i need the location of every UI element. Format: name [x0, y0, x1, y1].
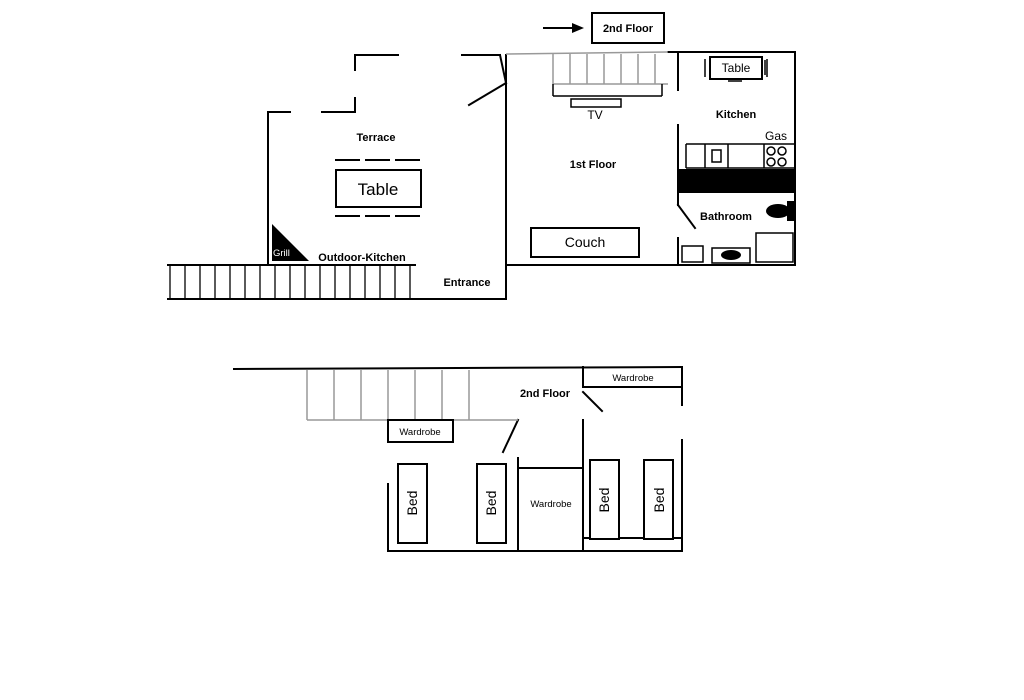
wardrobe-3	[517, 467, 584, 552]
toilet-icon	[766, 201, 795, 221]
terrace-table	[335, 159, 422, 217]
gas-label: Gas	[765, 129, 787, 143]
terrace-walls	[267, 53, 508, 266]
kitchen-bathroom-partition	[678, 169, 795, 193]
wardrobe-1	[387, 419, 454, 443]
wardrobe-3-label: Wardrobe	[530, 499, 571, 510]
sink-icon	[711, 149, 722, 163]
first-floor-label: 1st Floor	[570, 159, 617, 171]
bathroom-label: Bathroom	[700, 211, 752, 223]
second-floor-nav-label: 2nd Floor	[603, 23, 654, 35]
bed-2-label: Bed	[483, 491, 499, 516]
bed-4-label: Bed	[651, 488, 667, 513]
wardrobe-1-label: Wardrobe	[399, 427, 440, 438]
couch	[530, 227, 640, 258]
terrace-label: Terrace	[357, 132, 396, 144]
tv	[570, 98, 622, 108]
second-floor-nav-button[interactable]	[591, 12, 665, 44]
drain-icon	[721, 250, 741, 260]
stove-icon	[766, 146, 787, 167]
kitchen-table	[704, 56, 768, 82]
ground-floor-plan: 2nd Floor	[167, 12, 796, 300]
first-floor-staircase	[505, 51, 669, 97]
outdoor-kitchen-label: Outdoor-Kitchen	[318, 252, 406, 264]
outdoor-staircase	[167, 264, 507, 300]
kitchen-table-label: Table	[722, 61, 751, 75]
bed-4	[643, 459, 674, 540]
terrace-table-label: Table	[358, 180, 399, 199]
shower	[755, 232, 794, 263]
bed-2	[476, 463, 507, 544]
grill-label: Grill	[273, 248, 290, 259]
second-floor-plan: 2nd Floor Wardrobe Wardrobe Wardrobe Bed…	[232, 365, 684, 552]
kitchen-label: Kitchen	[716, 109, 757, 121]
bed-1	[397, 463, 428, 544]
bed-3	[589, 459, 620, 540]
arrow-right-icon	[543, 23, 584, 33]
grill-icon	[272, 224, 309, 261]
bed-3-label: Bed	[596, 488, 612, 513]
bathroom-sink	[681, 245, 704, 263]
couch-label: Couch	[565, 234, 605, 250]
second-floor-staircase	[306, 370, 518, 421]
kitchen-counter	[685, 143, 795, 169]
second-floor-title: 2nd Floor	[520, 388, 571, 400]
tv-label: TV	[587, 108, 602, 122]
wardrobe-2-label: Wardrobe	[612, 373, 653, 384]
bathroom-tub	[711, 247, 751, 264]
entrance-label: Entrance	[443, 277, 490, 289]
bed-1-label: Bed	[404, 491, 420, 516]
